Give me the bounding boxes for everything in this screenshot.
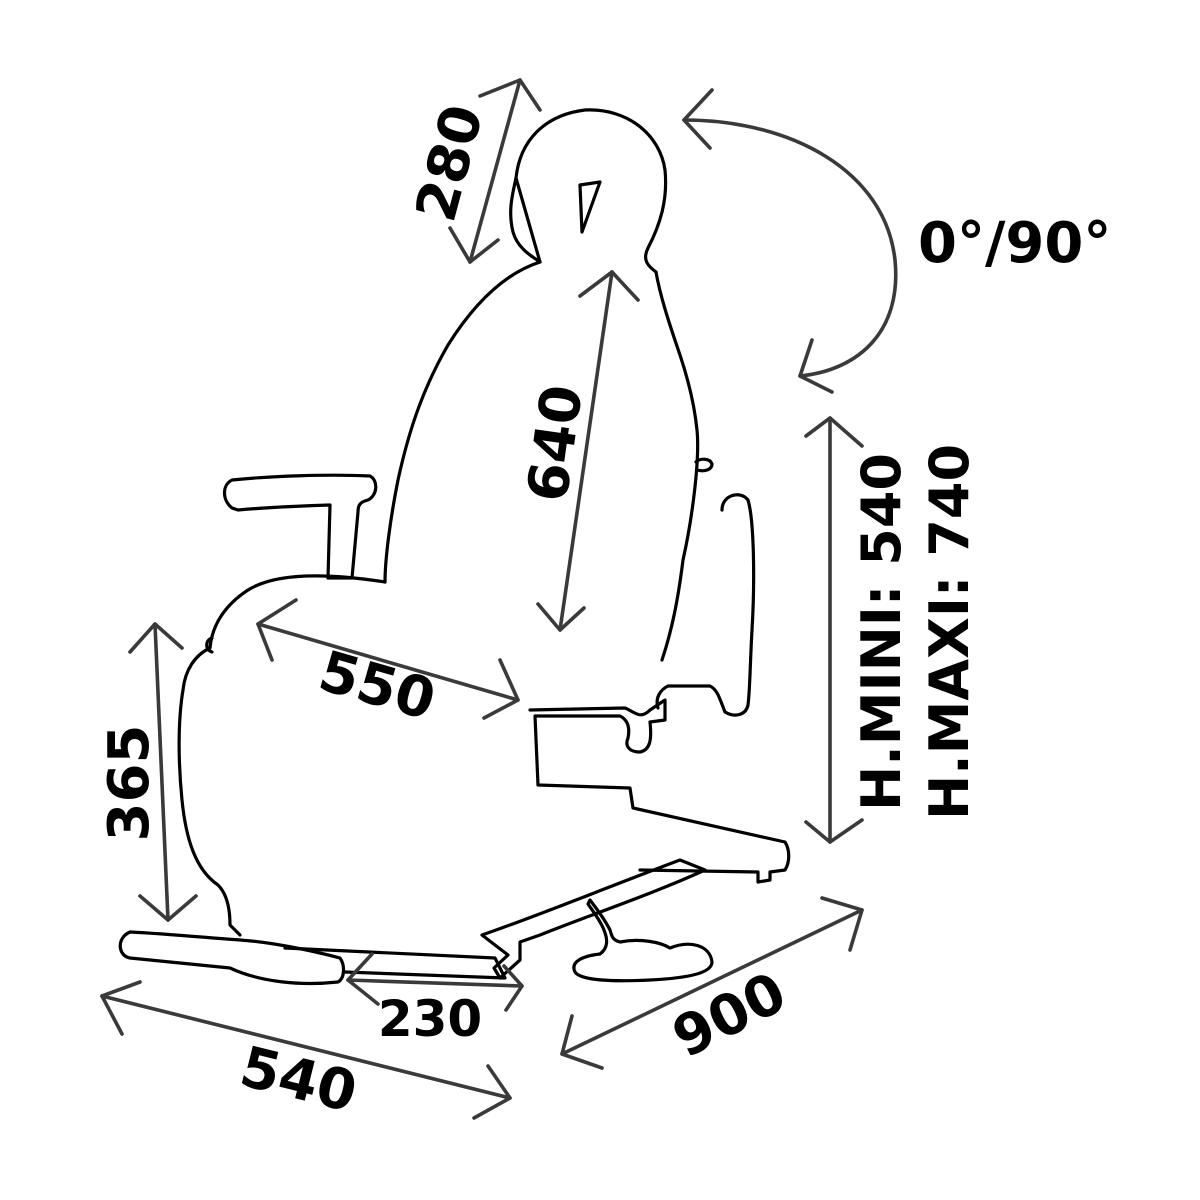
- seat-body: [177, 574, 387, 937]
- label-height-mini: H.MINI: 540: [850, 453, 913, 811]
- arrow-seat-height: [128, 622, 198, 922]
- label-height-maxi: H.MAXI: 740: [918, 444, 981, 820]
- seat-plate: [528, 698, 791, 884]
- dimension-arrows: [100, 78, 898, 1120]
- arrow-headrest: [448, 78, 542, 264]
- arrow-rotation: [682, 88, 898, 394]
- arrow-base-width: [100, 980, 512, 1120]
- arrow-backrest: [536, 270, 640, 632]
- label-seat-height: 365: [97, 725, 162, 842]
- label-base-center: 230: [378, 990, 482, 1048]
- label-headrest: 280: [404, 98, 497, 228]
- backrest-outline: [383, 260, 700, 662]
- label-backrest: 640: [515, 381, 596, 506]
- base-left-bar: [118, 930, 346, 986]
- control-pedal: [572, 898, 714, 983]
- base-center-plate: [283, 946, 507, 980]
- backrest-knob: [694, 457, 714, 473]
- chair-outline: [118, 108, 791, 986]
- arrow-base-center: [346, 952, 524, 1012]
- left-armrest: [222, 473, 378, 580]
- arrow-footrest-length: [560, 896, 864, 1070]
- headrest-slot: [578, 180, 602, 234]
- label-base-width: 540: [234, 1034, 363, 1125]
- footrest: [480, 858, 707, 980]
- headrest-outline: [509, 108, 668, 274]
- label-seat-depth: 550: [312, 639, 442, 734]
- dimension-labels: 280 0°/90° 640 550 H.MINI: 540 H.MAXI: 7…: [97, 98, 1111, 1125]
- seat-flap: [205, 636, 214, 654]
- arrow-height: [804, 416, 864, 844]
- right-armrest: [655, 493, 756, 717]
- label-rotation: 0°/90°: [918, 211, 1111, 276]
- arrow-seat-depth: [256, 598, 520, 720]
